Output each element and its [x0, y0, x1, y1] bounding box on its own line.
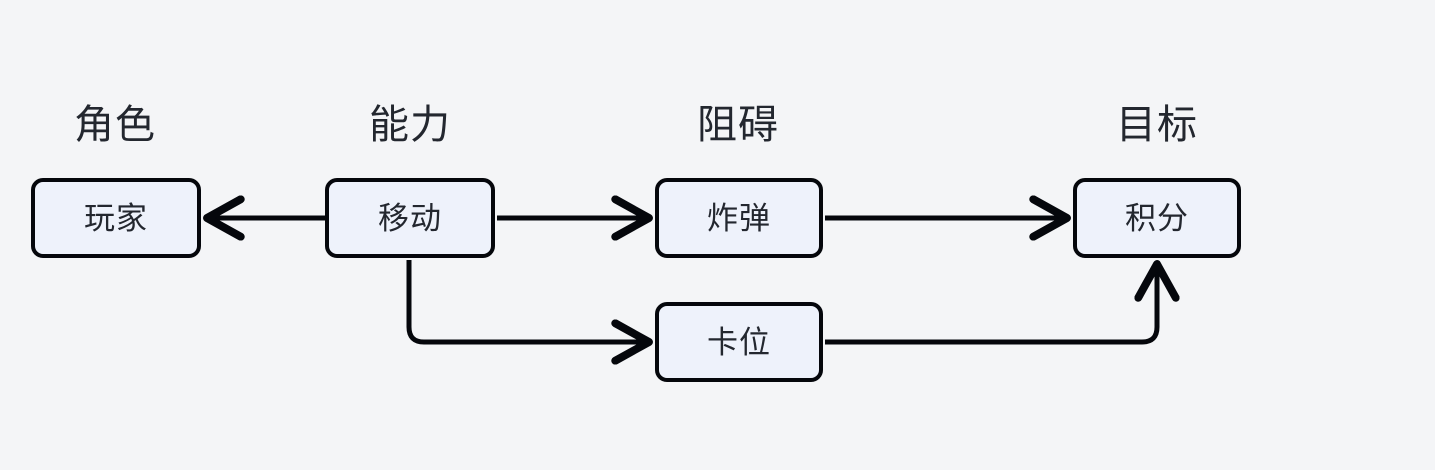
node-player-label: 玩家	[84, 200, 148, 236]
column-header-role: 角色	[74, 103, 156, 147]
node-player[interactable]: 玩家	[31, 178, 201, 258]
node-score[interactable]: 积分	[1073, 178, 1241, 258]
node-bomb[interactable]: 炸弹	[655, 178, 823, 258]
column-header-ability: 能力	[369, 103, 451, 147]
node-blocking[interactable]: 卡位	[655, 302, 823, 382]
column-header-obstacle: 阻碍	[697, 103, 779, 147]
node-blocking-label: 卡位	[707, 324, 771, 360]
node-move-label: 移动	[378, 200, 442, 236]
edge-blocking-to-score	[825, 264, 1157, 345]
node-move[interactable]: 移动	[325, 178, 495, 258]
node-score-label: 积分	[1125, 200, 1189, 236]
column-header-goal: 目标	[1116, 103, 1198, 147]
node-bomb-label: 炸弹	[707, 200, 771, 236]
edge-move-to-blocking	[406, 260, 649, 342]
